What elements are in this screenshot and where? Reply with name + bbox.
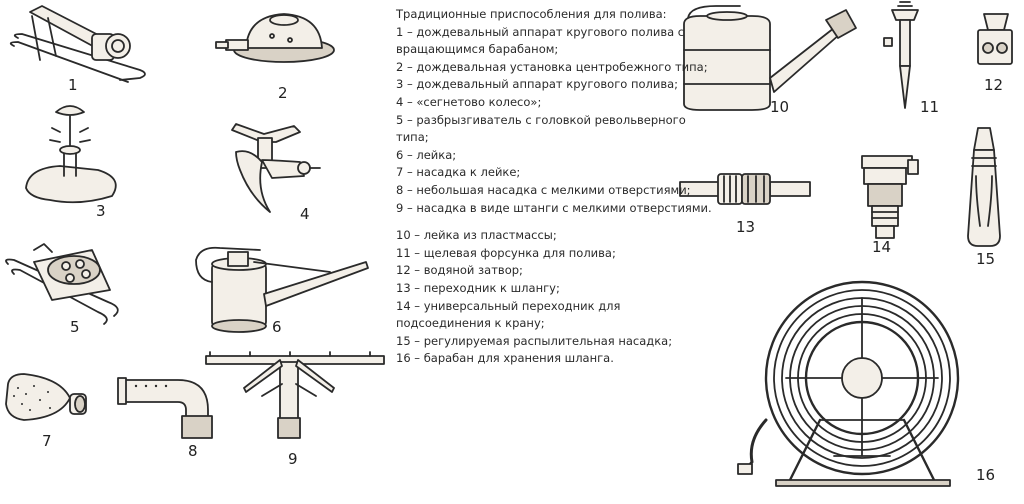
item-7-rose-nozzle — [5, 373, 87, 421]
label-7: 7 — [42, 432, 52, 450]
label-10: 10 — [770, 98, 790, 116]
legend-item-7: 7 – насадка к лейке; — [396, 165, 521, 180]
label-15: 15 — [976, 250, 996, 268]
legend-spacer — [396, 217, 716, 227]
label-12: 12 — [984, 76, 1004, 94]
label-3: 3 — [96, 202, 106, 220]
item-4-segner-wheel — [231, 123, 321, 213]
label-8: 8 — [188, 442, 198, 460]
item-14-tap-adapter — [861, 155, 919, 239]
item-1-drum-sprinkler — [9, 5, 146, 83]
legend-item-3: 3 – дождевальный аппарат кругового полив… — [396, 77, 679, 92]
item-8-elbow-nozzle — [117, 377, 213, 439]
legend-item-14: 14 – универсальный переходник для подсое… — [396, 298, 621, 331]
item-10-plastic-can — [683, 5, 857, 111]
legend-item-1: 1 – дождевальный аппарат кругового полив… — [396, 24, 685, 57]
legend: Традиционные приспособления для полива: … — [396, 6, 716, 368]
label-1: 1 — [68, 76, 78, 94]
legend-item-10: 10 – лейка из пластмассы; — [396, 228, 557, 243]
legend-item-9: 9 – насадка в виде штанги с мелкими отве… — [396, 200, 712, 215]
legend-item-4: 4 – «сегнетово колесо»; — [396, 94, 542, 109]
label-5: 5 — [70, 318, 80, 336]
legend-item-12: 12 – водяной затвор; — [396, 263, 523, 278]
label-16: 16 — [976, 466, 996, 484]
label-4: 4 — [300, 205, 310, 223]
legend-item-5: 5 – разбрызгиватель с головкой револьвер… — [396, 112, 686, 145]
item-12-water-valve — [977, 13, 1013, 65]
item-6-watering-can — [195, 246, 369, 333]
label-6: 6 — [272, 318, 282, 336]
item-2-centrifugal-sprinkler — [215, 13, 335, 63]
legend-item-8: 8 – небольшая насадка с мелкими отверсти… — [396, 182, 691, 197]
item-16-hose-reel — [737, 280, 960, 487]
label-11: 11 — [920, 98, 940, 116]
legend-item-6: 6 – лейка; — [396, 147, 457, 162]
item-5-revolver-sprinkler — [5, 243, 119, 325]
legend-item-13: 13 – переходник к шлангу; — [396, 280, 560, 295]
legend-item-2: 2 – дождевальная установка центробежного… — [396, 59, 708, 74]
label-13: 13 — [736, 218, 756, 236]
label-14: 14 — [872, 238, 892, 256]
item-9-spray-bar — [205, 351, 385, 439]
legend-title: Традиционные приспособления для полива: — [396, 7, 667, 21]
label-2: 2 — [278, 84, 288, 102]
legend-item-11: 11 – щелевая форсунка для полива; — [396, 245, 616, 260]
legend-item-15: 15 – регулируемая распылительная насадка… — [396, 333, 673, 348]
item-15-spray-nozzle — [967, 127, 1001, 247]
item-11-slot-nozzle — [883, 1, 919, 109]
item-3-circular-sprinkler — [25, 105, 117, 204]
item-13-hose-connector — [679, 173, 811, 205]
label-9: 9 — [288, 450, 298, 468]
legend-item-16: 16 – барабан для хранения шланга. — [396, 351, 614, 366]
